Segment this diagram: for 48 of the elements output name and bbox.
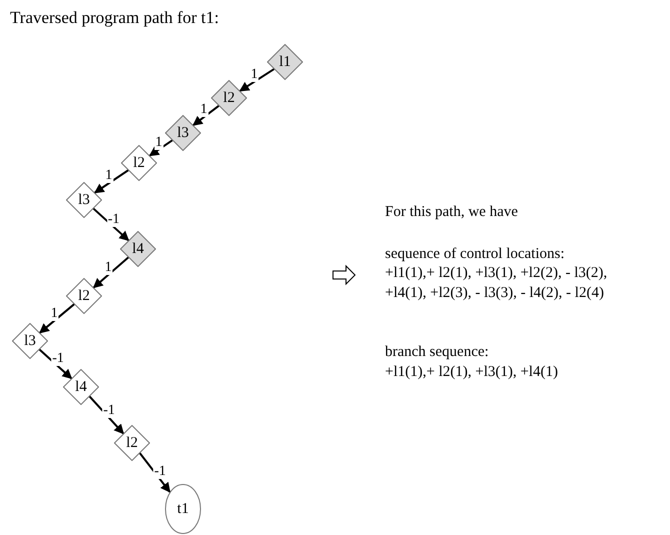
node-label: l3 bbox=[24, 334, 36, 348]
decision-diamond bbox=[66, 182, 102, 218]
edge-label: -1 bbox=[153, 465, 167, 480]
decision-diamond bbox=[267, 44, 303, 80]
decision-diamond bbox=[66, 278, 102, 314]
edge-label: 1 bbox=[199, 103, 208, 118]
node-label: l3 bbox=[78, 192, 90, 208]
note-text: sequence of control locations: bbox=[385, 244, 566, 264]
edge-label: 1 bbox=[250, 68, 259, 82]
arrow bbox=[192, 104, 220, 126]
arrow bbox=[92, 208, 130, 242]
decision-diamond bbox=[12, 323, 48, 359]
decision-diamond bbox=[121, 145, 157, 181]
terminal-ellipse bbox=[165, 484, 201, 534]
node-label: l1 bbox=[279, 54, 291, 70]
note-text: branch sequence: bbox=[385, 343, 490, 362]
note-text: +l1(1),+ l2(1), +l3(1), +l4(1) bbox=[385, 362, 559, 382]
edge-label: 1 bbox=[154, 136, 164, 150]
arrow bbox=[139, 452, 171, 493]
node-label: t1 bbox=[177, 502, 189, 516]
decision-diamond bbox=[120, 231, 156, 267]
node-label: l4 bbox=[75, 380, 87, 394]
edge-label: -1 bbox=[102, 404, 116, 418]
arrow bbox=[239, 68, 275, 92]
arrow bbox=[88, 396, 124, 434]
diagram-title: Traversed program path for t1: bbox=[10, 7, 219, 29]
edge-label: 1 bbox=[104, 169, 114, 184]
decision-diamond bbox=[165, 115, 201, 151]
decision-diamond bbox=[114, 425, 150, 461]
edge-label: 1 bbox=[104, 260, 113, 275]
edge-label: 1 bbox=[50, 306, 59, 321]
node-label: l4 bbox=[132, 242, 144, 256]
node-label: l2 bbox=[78, 288, 90, 304]
decision-diamond bbox=[211, 80, 247, 116]
arrow bbox=[38, 348, 72, 380]
node-label: l2 bbox=[133, 156, 145, 170]
node-label: l2 bbox=[126, 436, 138, 450]
arrow bbox=[94, 169, 129, 194]
note-text: For this path, we have bbox=[385, 203, 519, 222]
arrow bbox=[92, 256, 130, 288]
node-label: l2 bbox=[223, 90, 235, 106]
arrow bbox=[148, 139, 173, 157]
edge-label: -1 bbox=[51, 352, 65, 366]
edge-label: -1 bbox=[106, 212, 121, 227]
note-text: +l1(1),+ l2(1), +l3(1), +l2(2), - l3(2), +l4(1), +l2(3), - l3(3), - l4(2), - l2(4) bbox=[385, 264, 608, 302]
node-label: l3 bbox=[177, 126, 189, 140]
decision-diamond bbox=[63, 369, 99, 405]
arrow bbox=[39, 303, 75, 334]
